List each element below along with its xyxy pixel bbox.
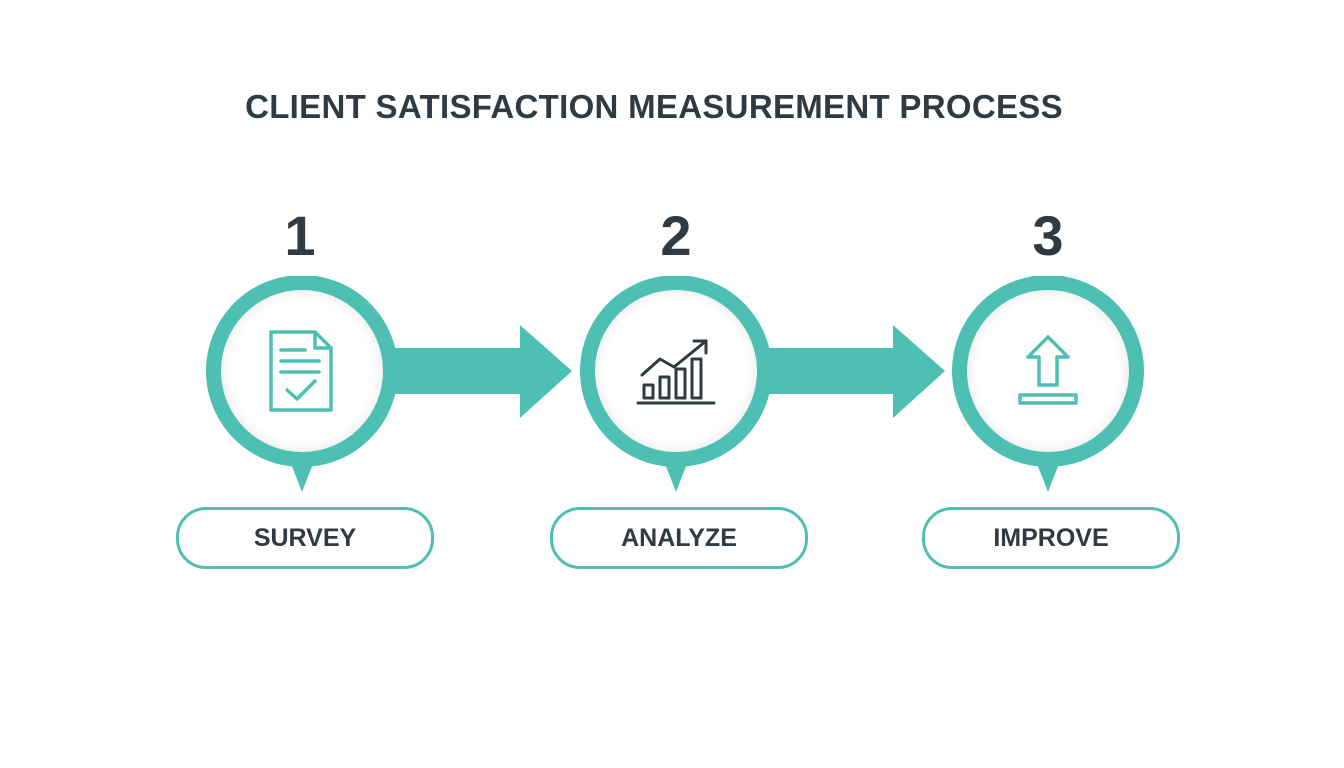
diagram-title: CLIENT SATISFACTION MEASUREMENT PROCESS xyxy=(245,88,1063,125)
survey-document-check-icon xyxy=(269,330,333,412)
step-1-marker xyxy=(206,276,398,494)
step-2-marker xyxy=(580,276,772,494)
step-1-number: 1 xyxy=(284,204,316,267)
step-1-icon-circle xyxy=(221,290,383,452)
step-2-label: ANALYZE xyxy=(550,507,808,569)
step-3-number: 3 xyxy=(1032,204,1064,267)
step-2-icon-circle xyxy=(595,290,757,452)
step-2-number: 2 xyxy=(660,204,692,267)
step-3-label: IMPROVE xyxy=(922,507,1180,569)
step-3-marker xyxy=(952,276,1144,494)
arrow-2-to-3 xyxy=(752,325,945,418)
upload-arrow-icon xyxy=(1018,335,1078,405)
step-1-label: SURVEY xyxy=(176,507,434,569)
step-3-icon-circle xyxy=(967,290,1129,452)
arrow-1-to-2 xyxy=(380,325,572,418)
growth-chart-icon xyxy=(636,339,716,405)
